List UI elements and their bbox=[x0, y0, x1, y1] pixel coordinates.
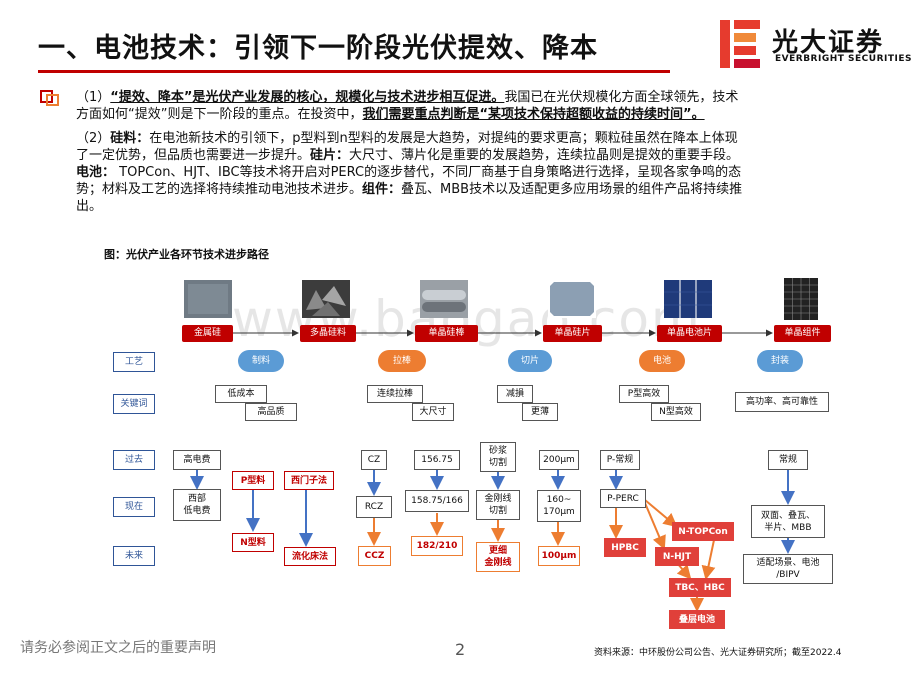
stage-metal-silicon: 金属硅 bbox=[182, 325, 233, 342]
node-ccz: CCZ bbox=[358, 546, 391, 566]
node-adapted-bipv: 适配场景、电池 /BIPV bbox=[743, 554, 833, 584]
node-west-low-electricity: 西部 低电费 bbox=[173, 489, 221, 521]
para1-line2-start: 方面如何“提效”则是下一阶段的重点。在投资中， bbox=[76, 107, 363, 122]
everbright-logo-icon bbox=[720, 20, 760, 68]
solar-cell-image-icon bbox=[664, 280, 712, 318]
polysilicon-image-icon bbox=[302, 280, 350, 318]
para2-l4c: 叠瓦、MBB技术以及适配更多应用场景的组件产品将持续推 bbox=[401, 182, 743, 197]
source-note: 资料来源：中环股份公司公告、光大证券研究所；截至2022.4 bbox=[594, 648, 842, 658]
process-cell: 电池 bbox=[639, 350, 685, 372]
page-title: 一、电池技术：引领下一阶段光伏提效、降本 bbox=[38, 33, 598, 64]
node-finer-diamond-wire: 更细 金刚线 bbox=[476, 542, 520, 572]
stage-mono-wafer: 单晶硅片 bbox=[543, 325, 602, 342]
para2-l2b: 硅片： bbox=[310, 148, 350, 163]
node-p-conventional: P-常规 bbox=[600, 450, 640, 470]
node-cz: CZ bbox=[361, 450, 387, 470]
para2-l1a: （2） bbox=[76, 131, 111, 146]
stage-mono-cell: 单晶电池片 bbox=[657, 325, 722, 342]
stage-polysilicon: 多晶硅料 bbox=[300, 325, 356, 342]
para2-l4b: 组件： bbox=[362, 182, 402, 197]
process-pulling: 拉棒 bbox=[378, 350, 426, 372]
process-slicing: 切片 bbox=[508, 350, 552, 372]
row-label-process: 工艺 bbox=[113, 352, 155, 372]
node-p-type-material: P型料 bbox=[232, 471, 274, 490]
para1-line2-end: 。 bbox=[691, 107, 705, 122]
node-tbc-hbc: TBC、HBC bbox=[669, 578, 731, 597]
wafer-image-icon bbox=[548, 280, 596, 318]
page-number: 2 bbox=[455, 640, 466, 659]
node-n-hjt: N-HJT bbox=[655, 547, 699, 566]
para1-line2-bold: 我们需要重点判断是“某项技术保持超额收益的持续时间” bbox=[362, 107, 692, 122]
metal-silicon-image-icon bbox=[184, 280, 232, 318]
stage-mono-ingot: 单晶硅棒 bbox=[415, 325, 478, 342]
node-thickness-100: 100μm bbox=[538, 546, 580, 566]
row-label-future: 未来 bbox=[113, 546, 155, 566]
stage-mono-module: 单晶组件 bbox=[774, 325, 831, 342]
keyword-thinner: 更薄 bbox=[522, 403, 558, 421]
node-fluidized-bed: 流化床法 bbox=[284, 547, 336, 566]
node-p-perc: P-PERC bbox=[600, 489, 646, 508]
node-thickness-200: 200μm bbox=[539, 450, 579, 470]
node-slurry-cutting: 砂浆 切割 bbox=[480, 442, 516, 472]
keyword-large-size: 大尺寸 bbox=[412, 403, 454, 421]
para2-l1c: 在电池新技术的引领下，p型料到n型料的发展是大趋势，对提纯的要求更高；颗粒硅虽然… bbox=[149, 131, 738, 146]
node-size-156: 156.75 bbox=[414, 450, 460, 470]
row-label-past: 过去 bbox=[113, 450, 155, 470]
para1-line1-rest: 我国已在光伏规模化方面全球领先，技术 bbox=[504, 90, 739, 105]
node-rcz: RCZ bbox=[356, 496, 392, 518]
keyword-n-efficient: N型高效 bbox=[651, 403, 701, 421]
keyword-less-loss: 减損 bbox=[497, 385, 533, 403]
para2-l5: 出。 bbox=[76, 199, 103, 214]
keyword-p-efficient: P型高效 bbox=[619, 385, 669, 403]
title-underline bbox=[38, 70, 670, 73]
row-label-present: 现在 bbox=[113, 497, 155, 517]
para1-lead: “提效、降本”是光伏产业发展的核心，规模化与技术进步相互促进。 bbox=[110, 90, 505, 105]
logo-text-cn: 光大证券 bbox=[772, 28, 885, 58]
node-n-type-material: N型料 bbox=[232, 533, 274, 552]
paragraph-2: （2）硅料：在电池新技术的引领下，p型料到n型料的发展是大趋势，对提纯的要求更高… bbox=[76, 130, 876, 215]
disclaimer-text: 请务必参阅正文之后的重要声明 bbox=[20, 640, 216, 656]
para2-l2a: 了一定优势，但品质也需要进一步提升。 bbox=[76, 148, 311, 163]
logo-text-en: EVERBRIGHT SECURITIES bbox=[775, 54, 912, 64]
square-bullet-icon bbox=[40, 90, 59, 106]
ingot-image-icon bbox=[420, 280, 468, 318]
node-thickness-160: 160~ 170μm bbox=[537, 490, 581, 522]
keyword-high-power: 高功率、高可靠性 bbox=[735, 392, 829, 412]
node-diamond-wire: 金刚线 切割 bbox=[476, 490, 520, 520]
solar-module-image-icon bbox=[784, 278, 818, 320]
node-size-158-166: 158.75/166 bbox=[405, 490, 469, 512]
node-conventional-module: 常规 bbox=[768, 450, 808, 470]
row-label-keywords: 关键词 bbox=[113, 394, 155, 414]
para1-prefix: （1） bbox=[76, 90, 111, 105]
para2-l2c: 大尺寸、薄片化是重要的发展趋势，连续拉晶则是提效的重要手段。 bbox=[349, 148, 740, 163]
paragraph-1: （1）“提效、降本”是光伏产业发展的核心，规模化与技术进步相互促进。我国已在光伏… bbox=[76, 89, 876, 123]
keyword-high-quality: 高品质 bbox=[245, 403, 297, 421]
node-tandem-cell: 叠层电池 bbox=[669, 610, 725, 629]
node-n-topcon: N-TOPCon bbox=[672, 522, 734, 541]
node-size-182-210: 182/210 bbox=[411, 536, 463, 556]
para2-l3a: 电池： bbox=[76, 165, 116, 180]
node-hpbc: HPBC bbox=[604, 538, 646, 557]
keyword-low-cost: 低成本 bbox=[215, 385, 267, 403]
keyword-continuous-pulling: 连续拉棒 bbox=[367, 385, 423, 403]
node-high-electricity: 高电费 bbox=[173, 450, 221, 470]
figure-title: 图：光伏产业各环节技术进步路径 bbox=[104, 248, 269, 261]
process-material: 制料 bbox=[238, 350, 284, 372]
para2-l1b: 硅料： bbox=[110, 131, 150, 146]
node-bifacial-shingled: 双面、叠瓦、 半片、MBB bbox=[751, 505, 825, 538]
process-packaging: 封装 bbox=[757, 350, 803, 372]
para2-l3b: TOPCon、HJT、IBC等技术将开启对PERC的逐步替代，不同厂商基于自身策… bbox=[115, 165, 742, 180]
node-siemens-process: 西门子法 bbox=[284, 471, 334, 490]
para2-l4a: 势；材料及工艺的选择将持续推动电池技术进步。 bbox=[76, 182, 363, 197]
